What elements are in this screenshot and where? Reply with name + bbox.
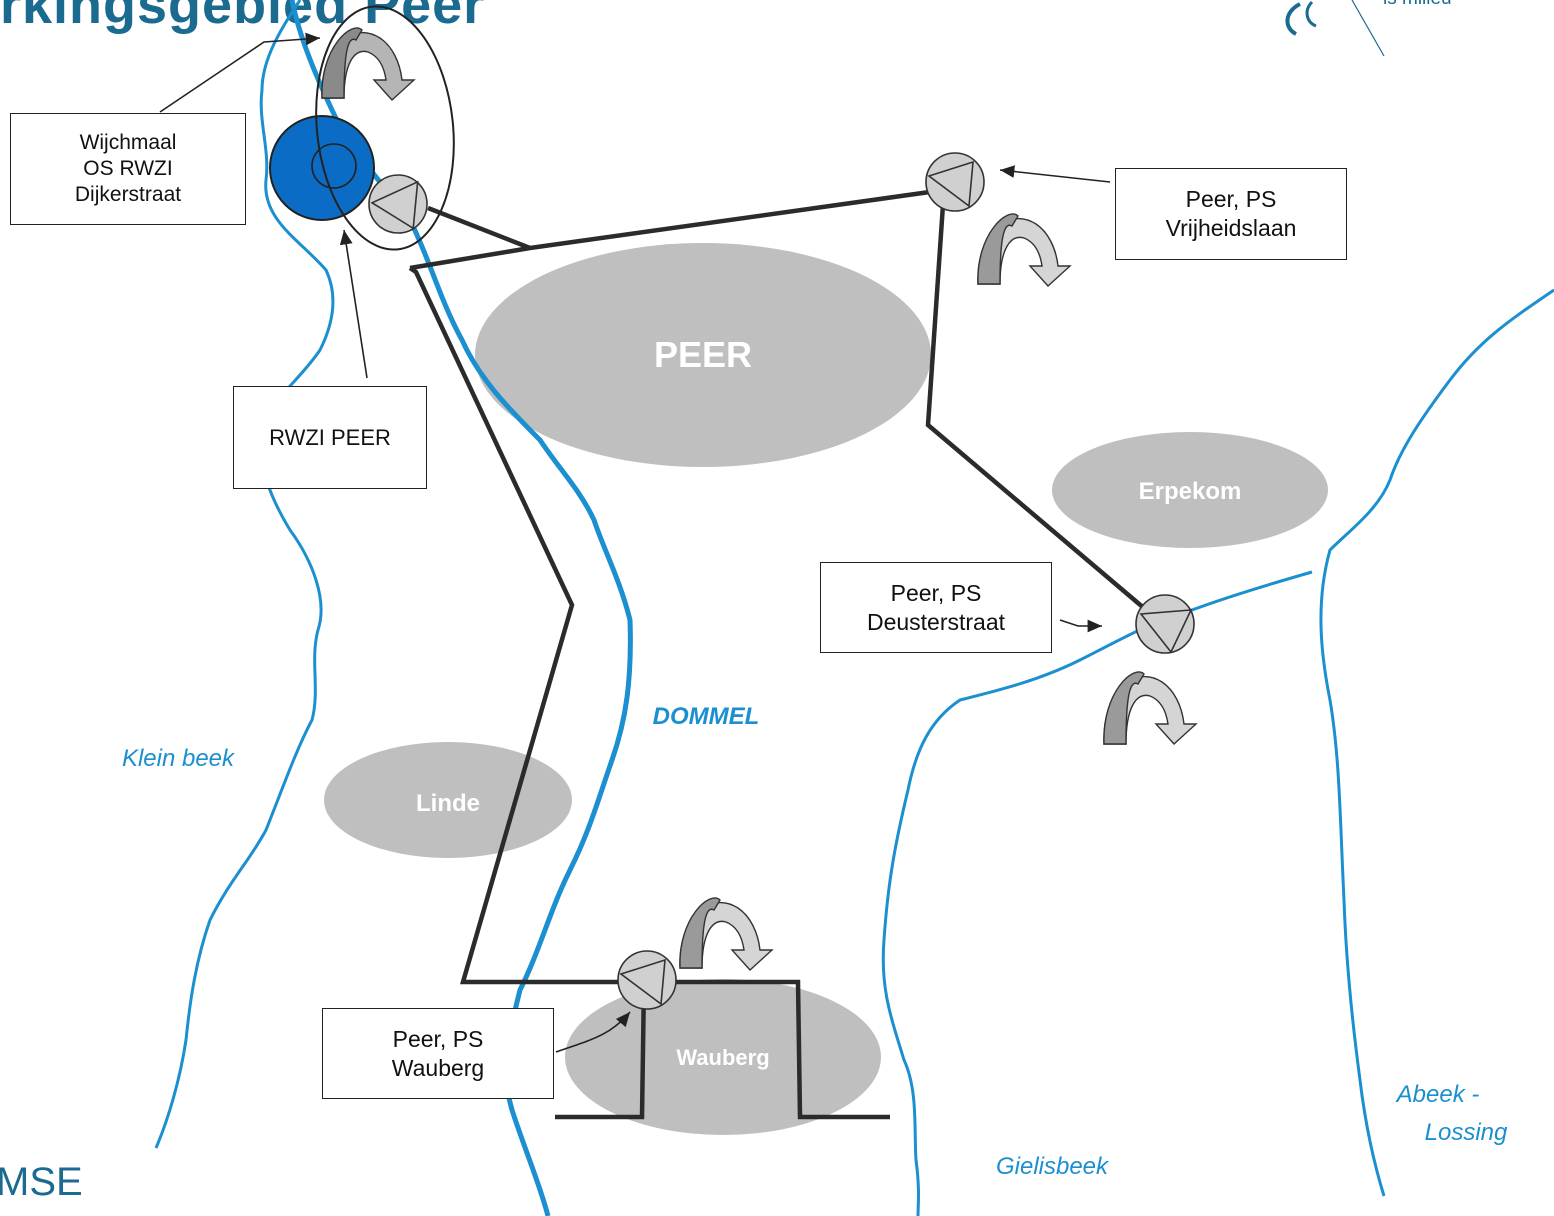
- river-label-abeek-line2: Lossing: [1425, 1119, 1508, 1146]
- label-box-wauberg-ps: Peer, PS Wauberg: [322, 1008, 554, 1099]
- pump-vrijheidslaan-icon: [925, 152, 985, 212]
- river-label-dommel: DOMMEL: [653, 703, 760, 730]
- label-line: Wauberg: [391, 1054, 485, 1081]
- town-label-erpekom: Erpekom: [1139, 478, 1242, 505]
- brand-text: MSE: [0, 1160, 83, 1204]
- label-box-vrijheidslaan: Peer, PS Vrijheidslaan: [1115, 168, 1347, 260]
- river-abeek: [1319, 288, 1554, 1197]
- pump-wijchmaal-icon: [368, 174, 428, 234]
- label-line: Peer, PS: [1185, 186, 1277, 213]
- label-line: Wijchmaal: [79, 130, 177, 154]
- label-line: OS RWZI: [83, 156, 173, 180]
- main-wauberg-left: [555, 981, 647, 1120]
- town-peer: [475, 243, 931, 467]
- label-line: Vrijheidslaan: [1165, 215, 1297, 241]
- pressure-mains: [408, 187, 1160, 1120]
- river-label-gielisbeek: Gielisbeek: [996, 1153, 1110, 1180]
- town-linde: [324, 742, 572, 858]
- pump-wauberg-icon: [617, 950, 677, 1010]
- town-erpekom: [1052, 432, 1328, 548]
- leader-lines: [159, 32, 1111, 1053]
- main-plant-link: [427, 205, 531, 251]
- logo-tagline: is milieu: [1383, 0, 1452, 10]
- town-label-linde: Linde: [416, 790, 480, 817]
- pump-deusterstraat-icon: [1135, 594, 1195, 654]
- label-line: RWZI PEER: [269, 424, 391, 450]
- river-label-klein-beek: Klein beek: [122, 745, 236, 772]
- overflow-arrow-deusterstraat-icon: [1103, 671, 1198, 745]
- overflow-arrow-wauberg-icon: [679, 897, 774, 971]
- label-box-deusterstraat: Peer, PS Deusterstraat: [820, 562, 1052, 653]
- label-box-rwzi: RWZI PEER: [233, 386, 427, 489]
- page-title: rkingsgebied Peer: [0, 0, 486, 35]
- main-wauberg: [408, 266, 890, 1120]
- main-deusterstraat: [925, 189, 1160, 622]
- town-label-wauberg: Wauberg: [676, 1045, 769, 1070]
- label-box-wijchmaal: Wijchmaal OS RWZI Dijkerstraat: [10, 113, 246, 225]
- river-label-abeek-line1: Abeek -: [1395, 1081, 1480, 1108]
- label-line: Dijkerstraat: [74, 183, 182, 207]
- town-label-peer: PEER: [654, 334, 752, 375]
- logo-mark-icon: [1285, 0, 1385, 57]
- rwzi-plant-icon: [269, 115, 375, 221]
- label-line: Peer, PS: [392, 1025, 484, 1052]
- overflow-arrow-wijchmaal-icon: [321, 27, 416, 101]
- label-line: Peer, PS: [890, 579, 982, 606]
- river-gielisbeek: [881, 570, 1313, 1216]
- river-klein-beek: [154, 0, 335, 1149]
- overflow-arrow-vrijheidslaan-icon: [977, 213, 1072, 287]
- label-line: Deusterstraat: [866, 608, 1006, 635]
- wijchmaal-outline: [315, 5, 455, 251]
